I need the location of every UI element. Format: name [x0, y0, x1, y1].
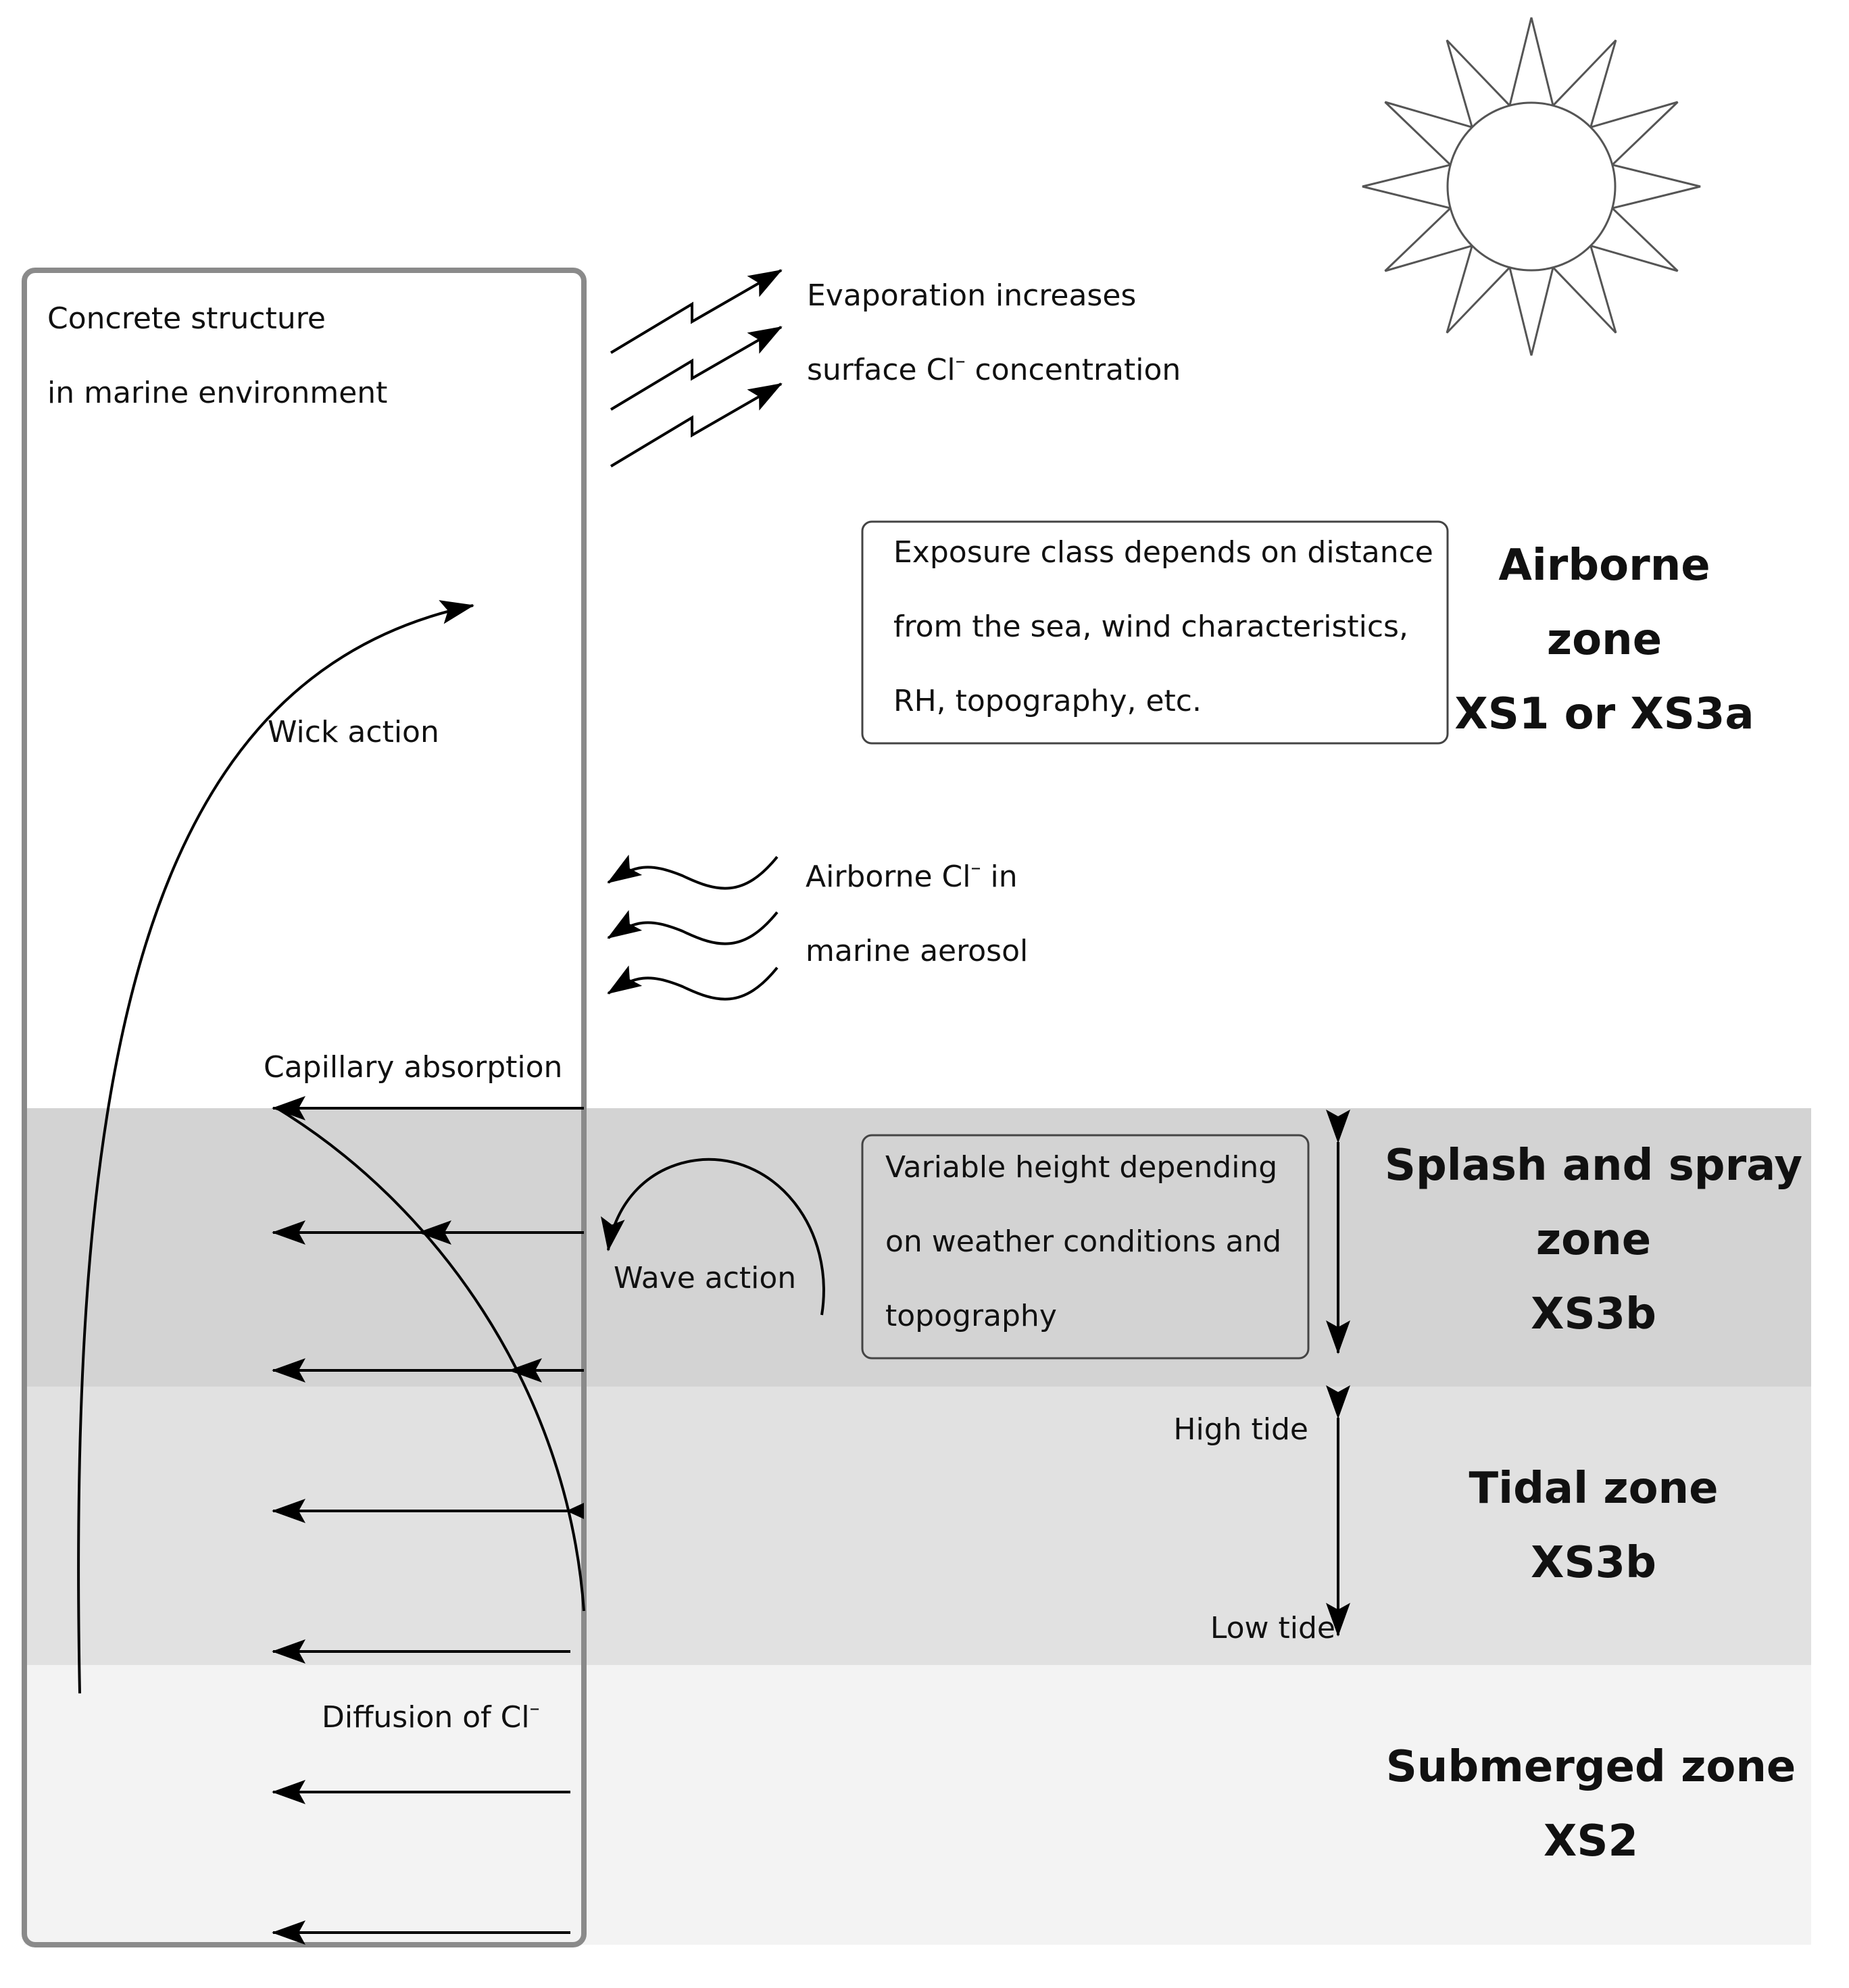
- tidal-zone-title-line1: Tidal zone: [1469, 1464, 1719, 1514]
- submerged-zone-title-line1: Submerged zone: [1386, 1742, 1796, 1792]
- airborne-zone-title-line2: zone: [1547, 615, 1662, 665]
- splash-note-line2: on weather conditions and: [885, 1224, 1281, 1259]
- aerosol-label-line2: marine aerosol: [806, 934, 1028, 968]
- tidal-zone-band: [24, 1387, 1811, 1665]
- submerged-zone-title-line2: XS2: [1544, 1816, 1638, 1866]
- structure-label-line1: Concrete structure: [47, 301, 326, 336]
- exposure-note-box: [861, 520, 1449, 745]
- airborne-zone-title-line1: Airborne: [1498, 541, 1710, 591]
- sun-icon: [1362, 17, 1701, 356]
- capillary-label: Capillary absorption: [264, 1050, 562, 1085]
- curve-crossing-arrowheads: [418, 1220, 584, 1519]
- wick-action-arrow: [77, 600, 474, 1694]
- high-tide-label: High tide: [1173, 1412, 1308, 1447]
- submerged-zone-band: [24, 1665, 1811, 1945]
- evaporation-arrows: [610, 269, 783, 468]
- splash-zone-title-line1: Splash and spray: [1385, 1141, 1802, 1191]
- structure-label-line2: in marine environment: [47, 376, 387, 410]
- exposure-note-line2: from the sea, wind characteristics,: [893, 610, 1408, 644]
- airborne-zone-title-line3: XS1 or XS3a: [1454, 689, 1754, 739]
- diffusion-label: Diffusion of Cl–: [322, 1697, 540, 1735]
- splash-note-line3: topography: [885, 1299, 1057, 1333]
- diffusion-arrows: [272, 1639, 570, 1945]
- evaporation-label-line2: surface Cl– concentration: [807, 349, 1181, 387]
- splash-note-line1: Variable height depending: [885, 1150, 1277, 1185]
- capillary-curve: [276, 1107, 585, 1612]
- wick-action-label: Wick action: [268, 715, 439, 749]
- splash-zone-title-line3: XS3b: [1531, 1289, 1656, 1339]
- wave-action-arrow: [600, 1158, 825, 1316]
- splash-zone-title-line2: zone: [1536, 1215, 1651, 1265]
- splash-note-box: [861, 1134, 1310, 1360]
- exposure-note-line1: Exposure class depends on distance: [893, 535, 1433, 570]
- exposure-note-line3: RH, topography, etc.: [893, 684, 1202, 718]
- wave-action-label: Wave action: [614, 1261, 796, 1295]
- low-tide-label: Low tide: [1210, 1611, 1335, 1645]
- aerosol-arrows: [607, 854, 779, 1001]
- tidal-zone-title-line2: XS3b: [1531, 1538, 1656, 1588]
- aerosol-label-line1: Airborne Cl– in: [806, 856, 1018, 894]
- evaporation-label-line1: Evaporation increases: [807, 278, 1136, 313]
